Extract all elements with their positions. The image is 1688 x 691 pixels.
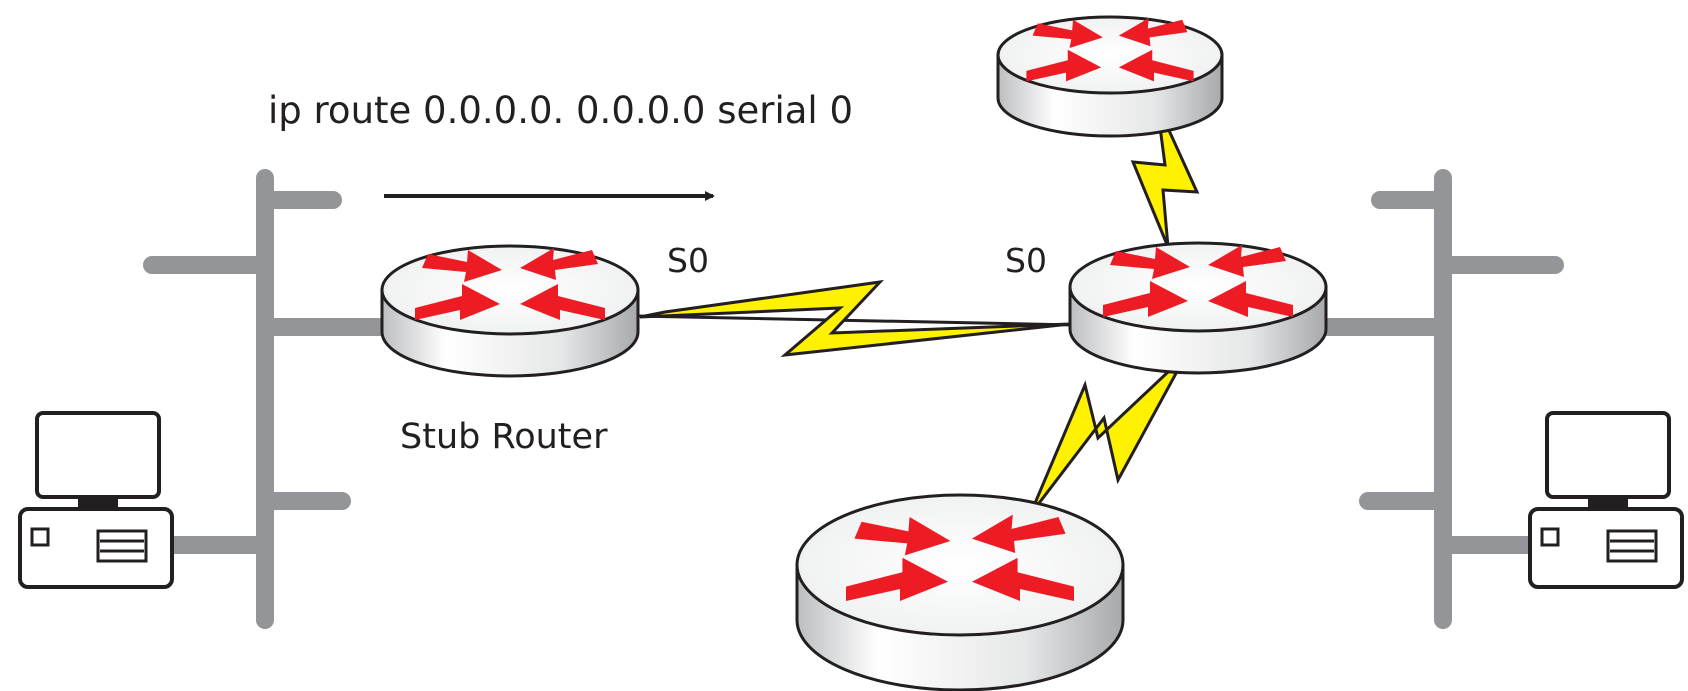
left-ethernet-bus [143,169,404,629]
stub-router-label: Stub Router [400,417,608,457]
hub-interface-label: S0 [1005,241,1047,280]
route-command-label: ip route 0.0.0.0. 0.0.0.0 serial 0 [268,89,853,132]
lightning-bolt-icon [1028,353,1188,516]
serial-link-stub-hub [636,279,1076,358]
right-ethernet-bus [1306,169,1564,629]
stub-interface-label: S0 [667,241,709,280]
lightning-bolt-icon [639,279,1071,358]
router-icon [795,493,1125,691]
computer-icon [18,411,174,589]
computer-icon [1528,411,1684,589]
router-icon [1068,241,1328,375]
router-icon [380,244,640,378]
router-icon [996,15,1224,138]
